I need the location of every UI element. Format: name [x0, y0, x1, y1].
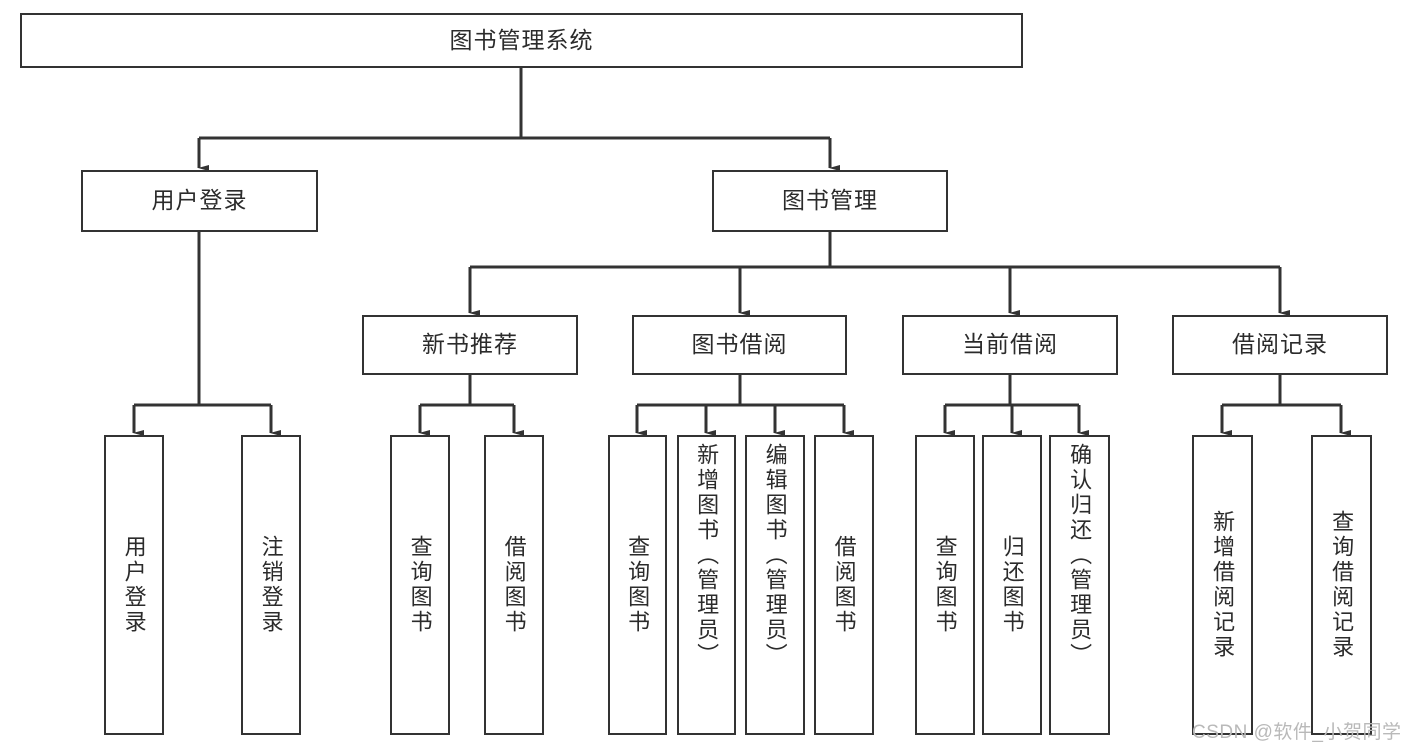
node-label: 借阅图书	[831, 535, 857, 635]
node-label: 新增图书（管理员）	[694, 443, 720, 668]
node-label: 查询图书	[625, 535, 651, 635]
node-leaf-6[interactable]: 编辑图书（管理员）	[745, 435, 805, 735]
node-leaf-10[interactable]: 确认归还（管理员）	[1049, 435, 1110, 735]
node-label: 查询图书	[407, 535, 433, 635]
node-level3-0[interactable]: 新书推荐	[362, 315, 578, 375]
node-label: 编辑图书（管理员）	[762, 443, 788, 668]
node-level3-3[interactable]: 借阅记录	[1172, 315, 1388, 375]
node-leaf-7[interactable]: 借阅图书	[814, 435, 874, 735]
node-label: 确认归还（管理员）	[1067, 443, 1093, 668]
node-leaf-8[interactable]: 查询图书	[915, 435, 975, 735]
node-label: 图书借阅	[691, 331, 788, 358]
node-leaf-3[interactable]: 借阅图书	[484, 435, 544, 735]
csdn-watermark: CSDN @软件_小贺同学	[1192, 722, 1402, 743]
node-label: 用户登录	[121, 535, 147, 635]
node-label: 图书管理	[782, 187, 878, 214]
node-leaf-9[interactable]: 归还图书	[982, 435, 1042, 735]
node-label: 归还图书	[999, 535, 1025, 635]
node-leaf-2[interactable]: 查询图书	[390, 435, 450, 735]
node-level2-0[interactable]: 用户登录	[81, 170, 318, 232]
node-label: 查询图书	[932, 535, 958, 635]
node-leaf-11[interactable]: 新增借阅记录	[1192, 435, 1253, 735]
node-label: 查询借阅记录	[1329, 510, 1355, 660]
node-label: 当前借阅	[962, 331, 1058, 358]
node-label: 借阅图书	[501, 535, 527, 635]
node-label: 注销登录	[258, 535, 284, 635]
node-leaf-12[interactable]: 查询借阅记录	[1311, 435, 1372, 735]
node-label: 借阅记录	[1232, 331, 1328, 358]
node-level2-1[interactable]: 图书管理	[712, 170, 948, 232]
node-label: 新增借阅记录	[1210, 510, 1236, 660]
node-leaf-0[interactable]: 用户登录	[104, 435, 164, 735]
node-root-book-management-system[interactable]: 图书管理系统	[20, 13, 1023, 68]
node-label: 新书推荐	[422, 331, 518, 358]
node-label: 图书管理系统	[449, 26, 594, 53]
node-leaf-5[interactable]: 新增图书（管理员）	[677, 435, 736, 735]
node-label: 用户登录	[151, 187, 248, 214]
node-leaf-4[interactable]: 查询图书	[608, 435, 667, 735]
node-level3-2[interactable]: 当前借阅	[902, 315, 1118, 375]
node-leaf-1[interactable]: 注销登录	[241, 435, 301, 735]
node-level3-1[interactable]: 图书借阅	[632, 315, 847, 375]
